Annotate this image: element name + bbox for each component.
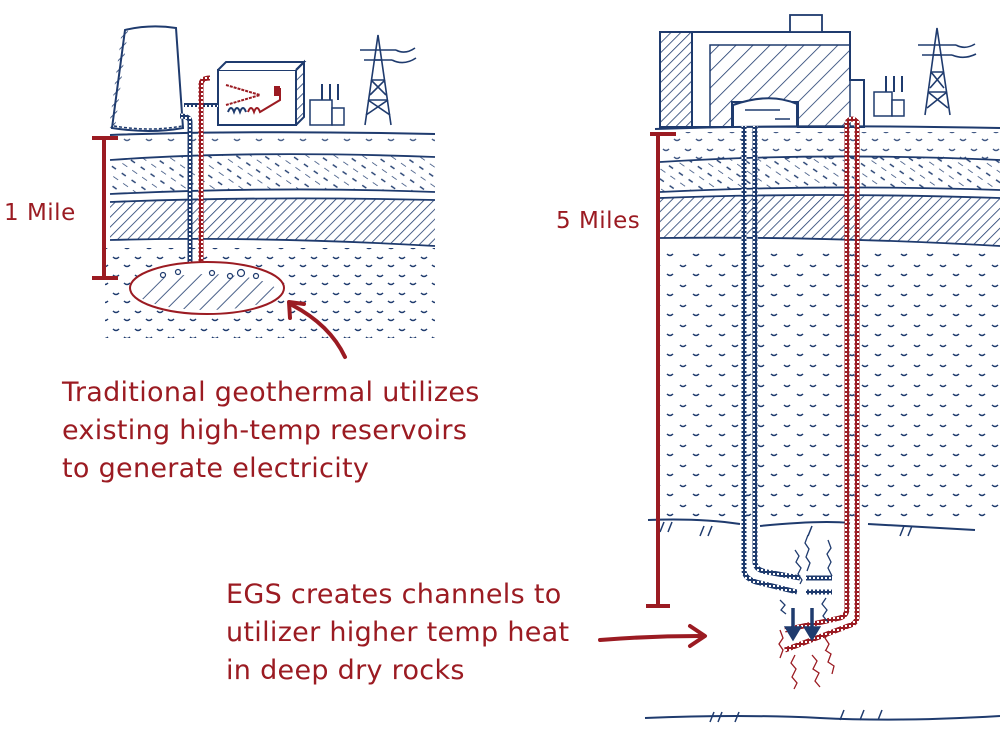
reservoir-icon [129, 261, 285, 315]
egs-depth-label: 5 Miles [556, 208, 641, 234]
traditional-depth-label: 1 Mile [4, 200, 76, 226]
turbine-building-icon [184, 59, 307, 126]
depth-bar-5-miles [646, 132, 676, 608]
traditional-caption: Traditional geothermal utilizes existing… [62, 374, 480, 488]
fracture-network-icon [778, 534, 835, 690]
transformer-icon [873, 76, 905, 117]
caption-line: existing high-temp reservoirs [62, 415, 468, 446]
power-pylon-icon [918, 27, 977, 116]
egs-pointer-arrow [598, 624, 707, 648]
reservoir-pointer-arrow [287, 300, 347, 359]
egs-caption: EGS creates channels to utilizer higher … [226, 576, 569, 690]
power-plant-building-icon [659, 14, 865, 128]
depth-bar-1-mile [92, 136, 118, 280]
caption-line: in deep dry rocks [226, 655, 465, 686]
caption-line: EGS creates channels to [226, 579, 562, 610]
traditional-geothermal-scene [92, 25, 436, 359]
caption-line: utilizer higher temp heat [226, 617, 570, 648]
caption-line: to generate electricity [62, 453, 370, 484]
caption-line: Traditional geothermal utilizes [62, 377, 480, 408]
egs-scene [598, 14, 1000, 723]
transformer-icon [309, 84, 345, 126]
power-pylon-icon [360, 34, 417, 126]
flow-arrow-icon [783, 608, 822, 642]
cooling-tower-icon [109, 25, 185, 132]
